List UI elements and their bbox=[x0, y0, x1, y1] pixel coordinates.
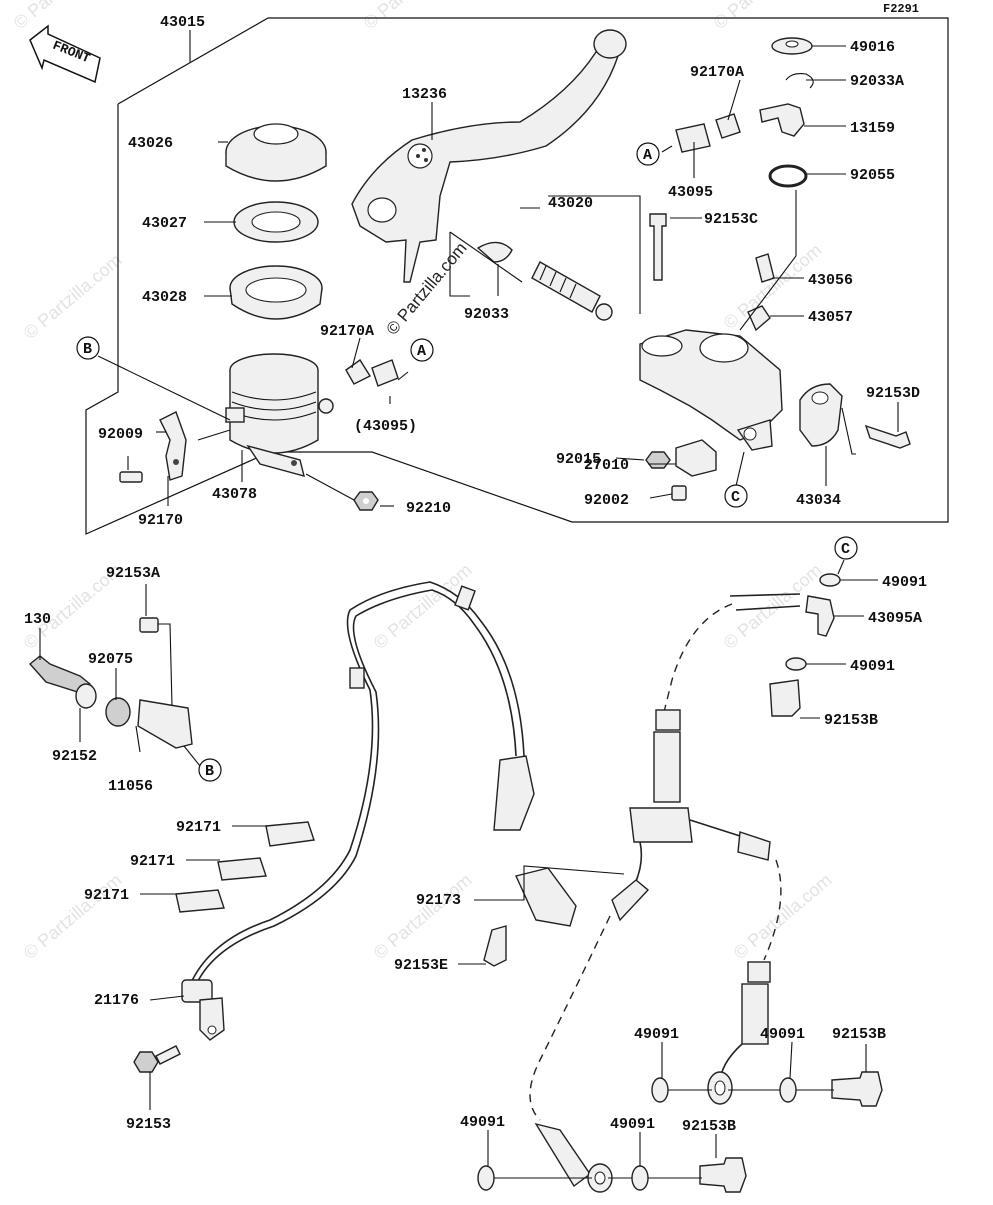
reservoir-nut bbox=[353, 491, 379, 511]
abs-sensor-wiring bbox=[181, 581, 535, 1041]
watermark: © Partzilla.com bbox=[20, 870, 126, 963]
part-label: 49091 bbox=[460, 1114, 505, 1131]
watermark: © Partzilla.com bbox=[10, 0, 116, 33]
diaphragm bbox=[229, 265, 323, 320]
part-label: 43027 bbox=[142, 215, 187, 232]
part-label: 92173 bbox=[416, 892, 461, 909]
callout-b: B bbox=[205, 763, 214, 780]
part-label: 92170 bbox=[138, 512, 183, 529]
reservoir-tank bbox=[225, 353, 334, 477]
part-label: 92153B bbox=[682, 1118, 736, 1135]
diaphragm-plate bbox=[233, 201, 319, 243]
sensor-bolt bbox=[133, 1045, 181, 1073]
part-label: 130 bbox=[24, 611, 51, 628]
part-label: 92170A bbox=[320, 323, 374, 340]
part-label: 92153B bbox=[832, 1026, 886, 1043]
part-label: 43095A bbox=[868, 610, 922, 627]
part-label: 43015 bbox=[160, 14, 205, 31]
callout-c: C bbox=[731, 489, 740, 506]
part-label: 49091 bbox=[882, 574, 927, 591]
banjo-bolts bbox=[699, 1071, 883, 1193]
part-label: 43078 bbox=[212, 486, 257, 503]
part-label: 92171 bbox=[84, 887, 129, 904]
part-label: 43034 bbox=[796, 492, 841, 509]
part-label: 49091 bbox=[634, 1026, 679, 1043]
harness-clamps bbox=[175, 821, 315, 913]
part-label: 92075 bbox=[88, 651, 133, 668]
part-label: 92153E bbox=[394, 957, 448, 974]
part-label: 92153A bbox=[106, 565, 160, 582]
part-number-labels: 43015 43026 43027 43028 13236 43020 9203… bbox=[24, 14, 927, 1135]
watermark: © Partzilla.com bbox=[360, 0, 466, 33]
part-label: 43028 bbox=[142, 289, 187, 306]
part-label: 27010 bbox=[584, 457, 629, 474]
sensor-bracket-parts bbox=[28, 617, 193, 749]
callout-a: A bbox=[643, 147, 652, 164]
reservoir-bracket bbox=[119, 411, 187, 483]
part-label: 92210 bbox=[406, 500, 451, 517]
callout-b: B bbox=[83, 341, 92, 358]
part-label: 92033 bbox=[464, 306, 509, 323]
assembly-outline bbox=[85, 17, 949, 535]
callout-markers: A A B B C C bbox=[76, 142, 858, 782]
part-label: 13236 bbox=[402, 86, 447, 103]
reservoir-cap bbox=[225, 123, 327, 182]
part-label: 92153B bbox=[824, 712, 878, 729]
watermark: © Partzilla.com bbox=[730, 870, 836, 963]
part-label: 92015 bbox=[556, 451, 601, 468]
part-label: 49091 bbox=[760, 1026, 805, 1043]
part-label: 43056 bbox=[808, 272, 853, 289]
master-cylinder-body bbox=[639, 329, 783, 451]
part-label: 43020 bbox=[548, 195, 593, 212]
watermark-stamp: © Partzilla.com bbox=[383, 239, 471, 339]
part-label: 92171 bbox=[176, 819, 221, 836]
copper-washers bbox=[477, 573, 841, 1191]
part-label: 43095 bbox=[668, 184, 713, 201]
part-label: 92170A bbox=[690, 64, 744, 81]
leader-lines bbox=[39, 45, 899, 1179]
part-label: 11056 bbox=[108, 778, 153, 795]
brake-light-switch bbox=[671, 439, 717, 501]
part-label: 49016 bbox=[850, 39, 895, 56]
part-label: 92153D bbox=[866, 385, 920, 402]
watermark: © Partzilla.com bbox=[370, 870, 476, 963]
master-cylinder-holder bbox=[799, 383, 843, 447]
part-label: 49091 bbox=[850, 658, 895, 675]
part-label: 43026 bbox=[128, 135, 173, 152]
part-label: 92033A bbox=[850, 73, 904, 90]
brake-lever bbox=[351, 29, 627, 283]
part-label: 92055 bbox=[850, 167, 895, 184]
brake-hose-assembly bbox=[483, 593, 835, 1193]
part-label: 92009 bbox=[98, 426, 143, 443]
part-label: 92153 bbox=[126, 1116, 171, 1133]
part-label: 92152 bbox=[52, 748, 97, 765]
callout-a: A bbox=[417, 343, 426, 360]
part-label: 92153C bbox=[704, 211, 758, 228]
part-label: (43095) bbox=[354, 418, 417, 435]
watermark: © Partzilla.com bbox=[710, 0, 816, 33]
reservoir-hose-fittings bbox=[345, 37, 814, 387]
part-label: 13159 bbox=[850, 120, 895, 137]
part-label: 43057 bbox=[808, 309, 853, 326]
part-label: 21176 bbox=[94, 992, 139, 1009]
part-label: 49091 bbox=[610, 1116, 655, 1133]
watermark: © Partzilla.com bbox=[20, 250, 126, 343]
callout-c: C bbox=[841, 541, 850, 558]
part-label: 92171 bbox=[130, 853, 175, 870]
part-label: 92002 bbox=[584, 492, 629, 509]
figure-code: F2291 bbox=[883, 2, 919, 16]
front-direction-marker: FRONT bbox=[29, 24, 101, 84]
master-cylinder-piston bbox=[476, 241, 613, 321]
